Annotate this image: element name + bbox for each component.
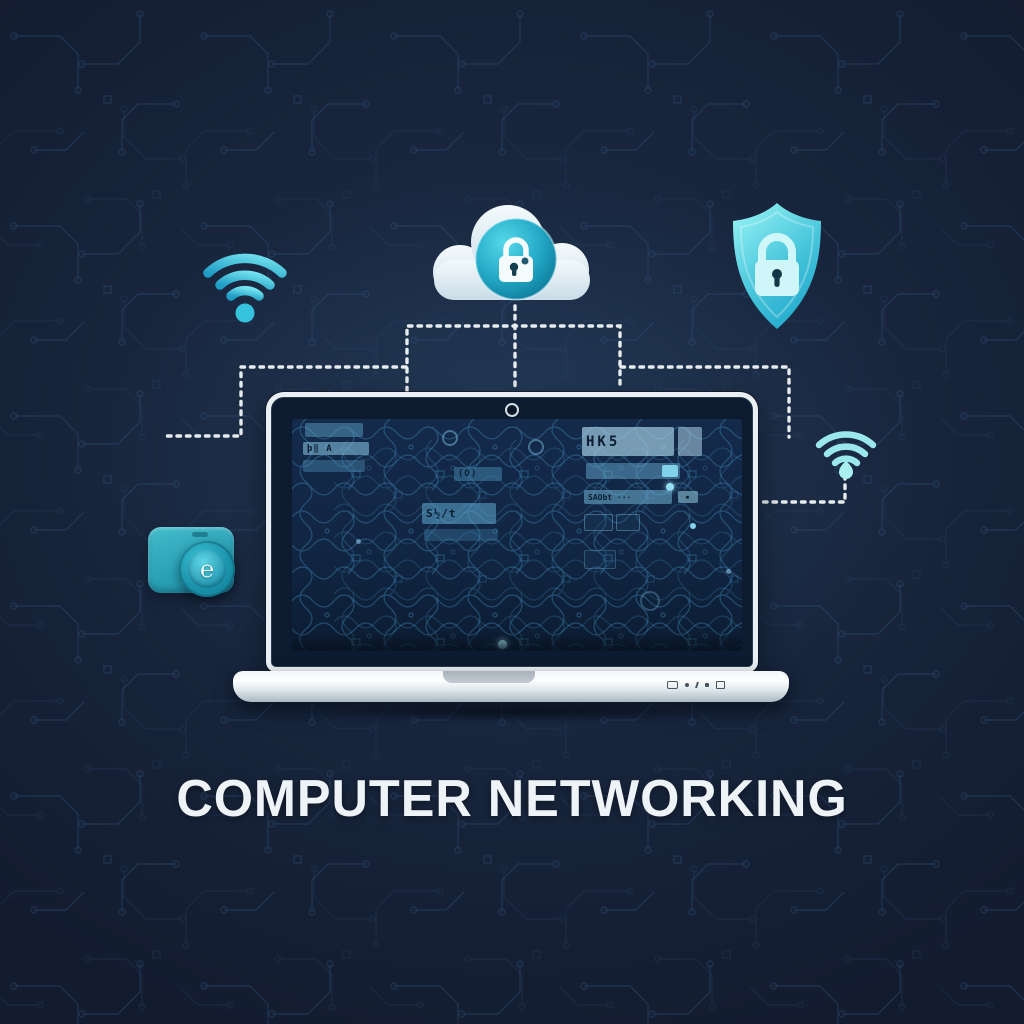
- screen-node-ring: [640, 591, 660, 611]
- laptop: þ‖ A (O) S½/t HK5 SAObt ··· ▪: [266, 392, 758, 672]
- screen-bar: [303, 460, 365, 472]
- webcam-icon: [505, 403, 519, 417]
- laptop-base: [233, 671, 789, 702]
- port-icon: [695, 682, 699, 688]
- screen-address-bar: SAObt ···: [584, 490, 672, 504]
- screen-chip: (O): [454, 467, 502, 481]
- screen-glow-dot: [726, 569, 731, 574]
- screen-bar-label: þ‖ A: [303, 442, 369, 455]
- laptop-hinge-notch: [443, 671, 535, 683]
- laptop-screen: þ‖ A (O) S½/t HK5 SAObt ··· ▪: [292, 419, 742, 651]
- screen-outline-box: [616, 514, 640, 531]
- screen-outline-box: [584, 550, 616, 569]
- screen-glow-dot: [666, 483, 674, 491]
- screen-address-button: ▪: [678, 491, 698, 503]
- screen-glow-dot: [356, 539, 361, 544]
- card-slot: [192, 532, 208, 537]
- screen-node-ring: [442, 430, 458, 446]
- screen-bottom-shade: [292, 631, 742, 651]
- screen-toolbar-button: [662, 465, 678, 477]
- wifi-icon-right: [815, 431, 877, 479]
- port-icon: [685, 683, 689, 687]
- port-icon: [705, 683, 709, 687]
- screen-node-ring: [528, 439, 544, 455]
- connector-left-branch: [165, 365, 408, 438]
- shield-lock-icon: [733, 203, 821, 329]
- laptop-port-icons: [667, 681, 725, 689]
- cloud-lock-icon: [474, 217, 558, 301]
- port-icon: [667, 681, 678, 689]
- coin-badge-inner: ℮: [188, 550, 226, 588]
- connector-right-branch: [619, 365, 791, 439]
- port-icon: [716, 681, 725, 689]
- connector-top-bracket: [405, 324, 622, 393]
- screen-panel: S½/t: [422, 503, 496, 524]
- wifi-icon-left: [203, 253, 287, 323]
- screen-glow-dot: [690, 523, 696, 529]
- screen-window-title: HK5: [582, 427, 674, 456]
- screen-bar: [305, 423, 363, 437]
- screen-circuit-texture: [292, 419, 742, 651]
- page-title: COMPUTER NETWORKING: [176, 770, 848, 828]
- screen-outline-box: [584, 514, 613, 531]
- laptop-shadow: [202, 698, 822, 726]
- coin-badge-icon: ℮: [179, 541, 235, 597]
- screen-toolbar: [586, 463, 680, 479]
- screen-window-box: [678, 427, 702, 456]
- coin-glyph: ℮: [200, 555, 214, 583]
- screen-bar: [424, 529, 498, 541]
